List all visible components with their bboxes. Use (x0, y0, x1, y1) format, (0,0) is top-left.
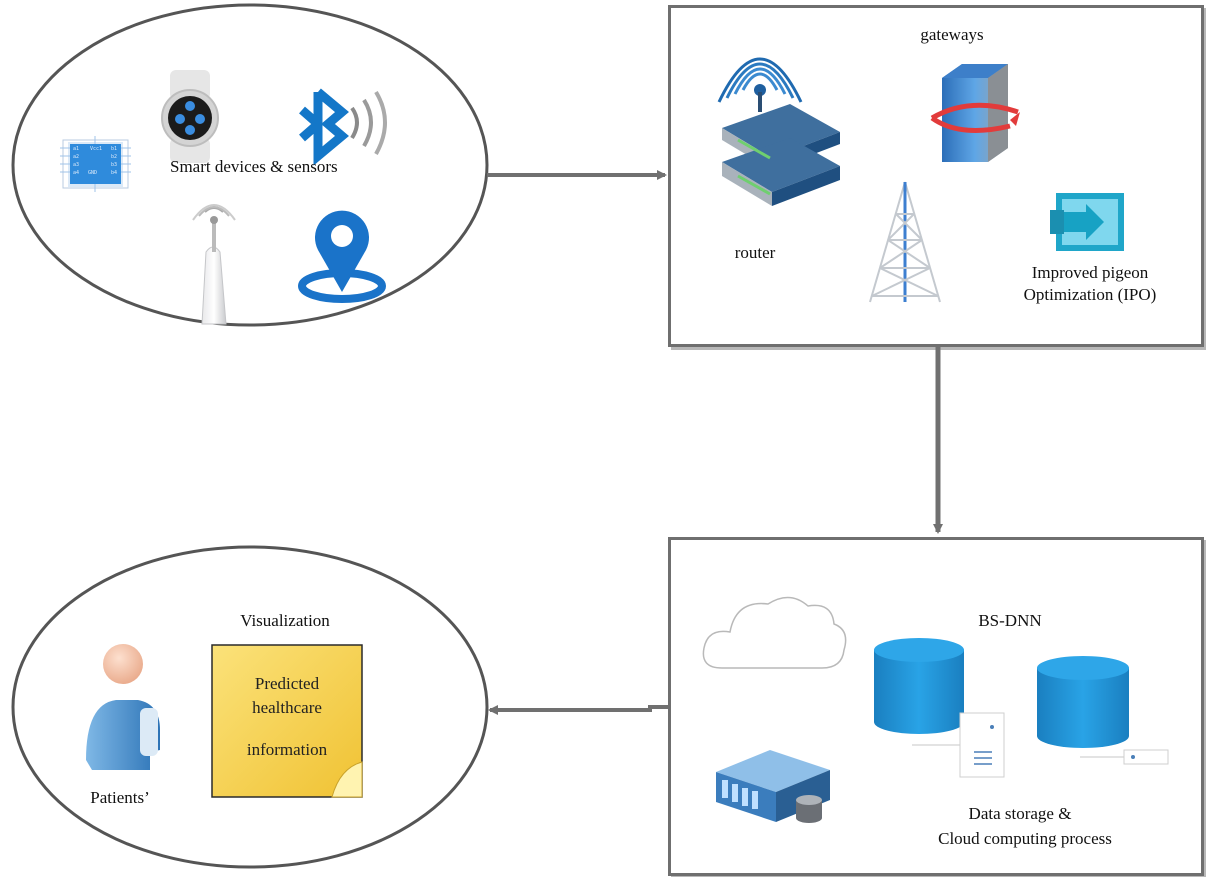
cloud-title: BS-DNN (978, 611, 1042, 630)
cloud-caption-line2: Cloud computing process (938, 829, 1112, 848)
server-panel-icon (912, 712, 1005, 778)
smartwatch-icon (161, 70, 219, 163)
devices-label: Smart devices & sensors (170, 157, 338, 176)
svg-text:b1: b1 (111, 146, 117, 152)
cloud-icon (702, 596, 847, 669)
gateway-icon (930, 64, 1020, 162)
patient-icon (86, 644, 160, 770)
sticky-note (211, 644, 363, 798)
svg-text:Vcc1: Vcc1 (90, 146, 102, 152)
visualization-title: Visualization (240, 611, 330, 630)
svg-text:b3: b3 (111, 162, 117, 168)
svg-text:a4: a4 (73, 170, 79, 176)
ipo-icon (1050, 193, 1124, 251)
gateways-label: gateways (920, 25, 984, 44)
devices-ellipse (11, 3, 489, 327)
router-icon (717, 57, 840, 206)
router-label: router (734, 243, 776, 262)
cell-tower-icon (869, 181, 941, 303)
arrow-cloud-to-visualization (488, 705, 668, 715)
database-cylinder-icon-2 (1037, 656, 1129, 748)
network-device-icon (1080, 749, 1169, 765)
database-cylinder-icon-1 (874, 638, 964, 734)
location-pin-icon (298, 210, 386, 303)
svg-text:b4: b4 (111, 170, 117, 176)
svg-text:a3: a3 (73, 162, 79, 168)
patients-label: Patients’ (90, 788, 150, 807)
bluetooth-icon (299, 88, 387, 166)
note-line1: Predicted (254, 674, 320, 693)
wifi-sensor-icon (192, 204, 236, 325)
cloud-caption-line1: Data storage & (968, 804, 1072, 823)
note-curl (331, 761, 363, 798)
ipo-label-line1: Improved pigeon (1031, 263, 1149, 282)
svg-text:b2: b2 (111, 154, 117, 160)
ipo-label-line2: Optimization (IPO) (1023, 285, 1157, 304)
chip-icon: a1 a2 a3 a4 Vcc1 GND b1 b2 b3 b4 (60, 136, 131, 192)
note-line3: information (246, 740, 328, 759)
rack-server-icon (716, 750, 830, 823)
note-line2: healthcare (252, 698, 322, 717)
svg-text:a2: a2 (73, 154, 79, 160)
svg-text:GND: GND (88, 170, 97, 176)
svg-text:a1: a1 (73, 146, 79, 152)
